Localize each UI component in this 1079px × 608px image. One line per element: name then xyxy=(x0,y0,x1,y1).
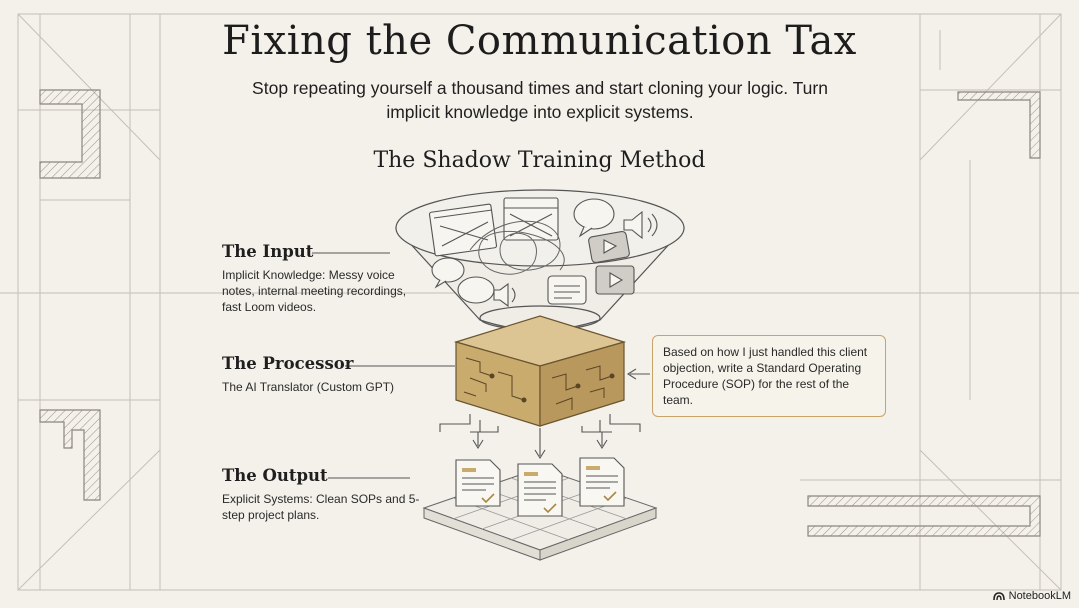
speech-bubble-icon xyxy=(431,257,465,289)
speech-bubble-icon xyxy=(547,275,587,305)
notebooklm-label: NotebookLM xyxy=(1008,590,1071,602)
browser-window-icon xyxy=(428,203,498,257)
checkmark-icon xyxy=(481,493,495,504)
play-video-icon xyxy=(588,230,630,264)
notebooklm-logo-icon xyxy=(992,592,1005,601)
section-title: The Shadow Training Method xyxy=(373,148,706,173)
play-video-icon xyxy=(595,265,635,295)
stage-output: The Output Explicit Systems: Clean SOPs … xyxy=(222,466,422,523)
processor-cube-icon xyxy=(453,315,627,427)
stage-output-body: Explicit Systems: Clean SOPs and 5-step … xyxy=(222,492,420,522)
stage-processor-body: The AI Translator (Custom GPT) xyxy=(222,380,395,394)
document-icon xyxy=(517,463,563,517)
stage-input-body: Implicit Knowledge: Messy voice notes, i… xyxy=(222,268,407,314)
speaker-icon xyxy=(623,210,658,240)
notebooklm-badge: NotebookLM xyxy=(992,590,1071,602)
document-icon xyxy=(579,457,625,507)
callout-arrow xyxy=(626,368,650,380)
stage-output-heading: The Output xyxy=(222,466,328,485)
speech-bubble-icon xyxy=(573,198,615,238)
stage-processor: The Processor The AI Translator (Custom … xyxy=(222,354,422,395)
browser-window-icon xyxy=(503,197,559,241)
prompt-callout: Based on how I just handled this client … xyxy=(652,335,886,417)
stage-input: The Input Implicit Knowledge: Messy voic… xyxy=(222,242,422,315)
page-subtitle: Stop repeating yourself a thousand times… xyxy=(252,78,828,122)
page-title: Fixing the Communication Tax xyxy=(222,18,857,64)
speech-bubble-icon xyxy=(457,276,495,304)
document-icon xyxy=(455,459,501,507)
stage-processor-heading: The Processor xyxy=(222,354,354,373)
checkmark-icon xyxy=(603,491,617,502)
speaker-icon xyxy=(493,282,516,308)
stage-input-heading: The Input xyxy=(222,242,314,261)
checkmark-icon xyxy=(543,503,557,514)
